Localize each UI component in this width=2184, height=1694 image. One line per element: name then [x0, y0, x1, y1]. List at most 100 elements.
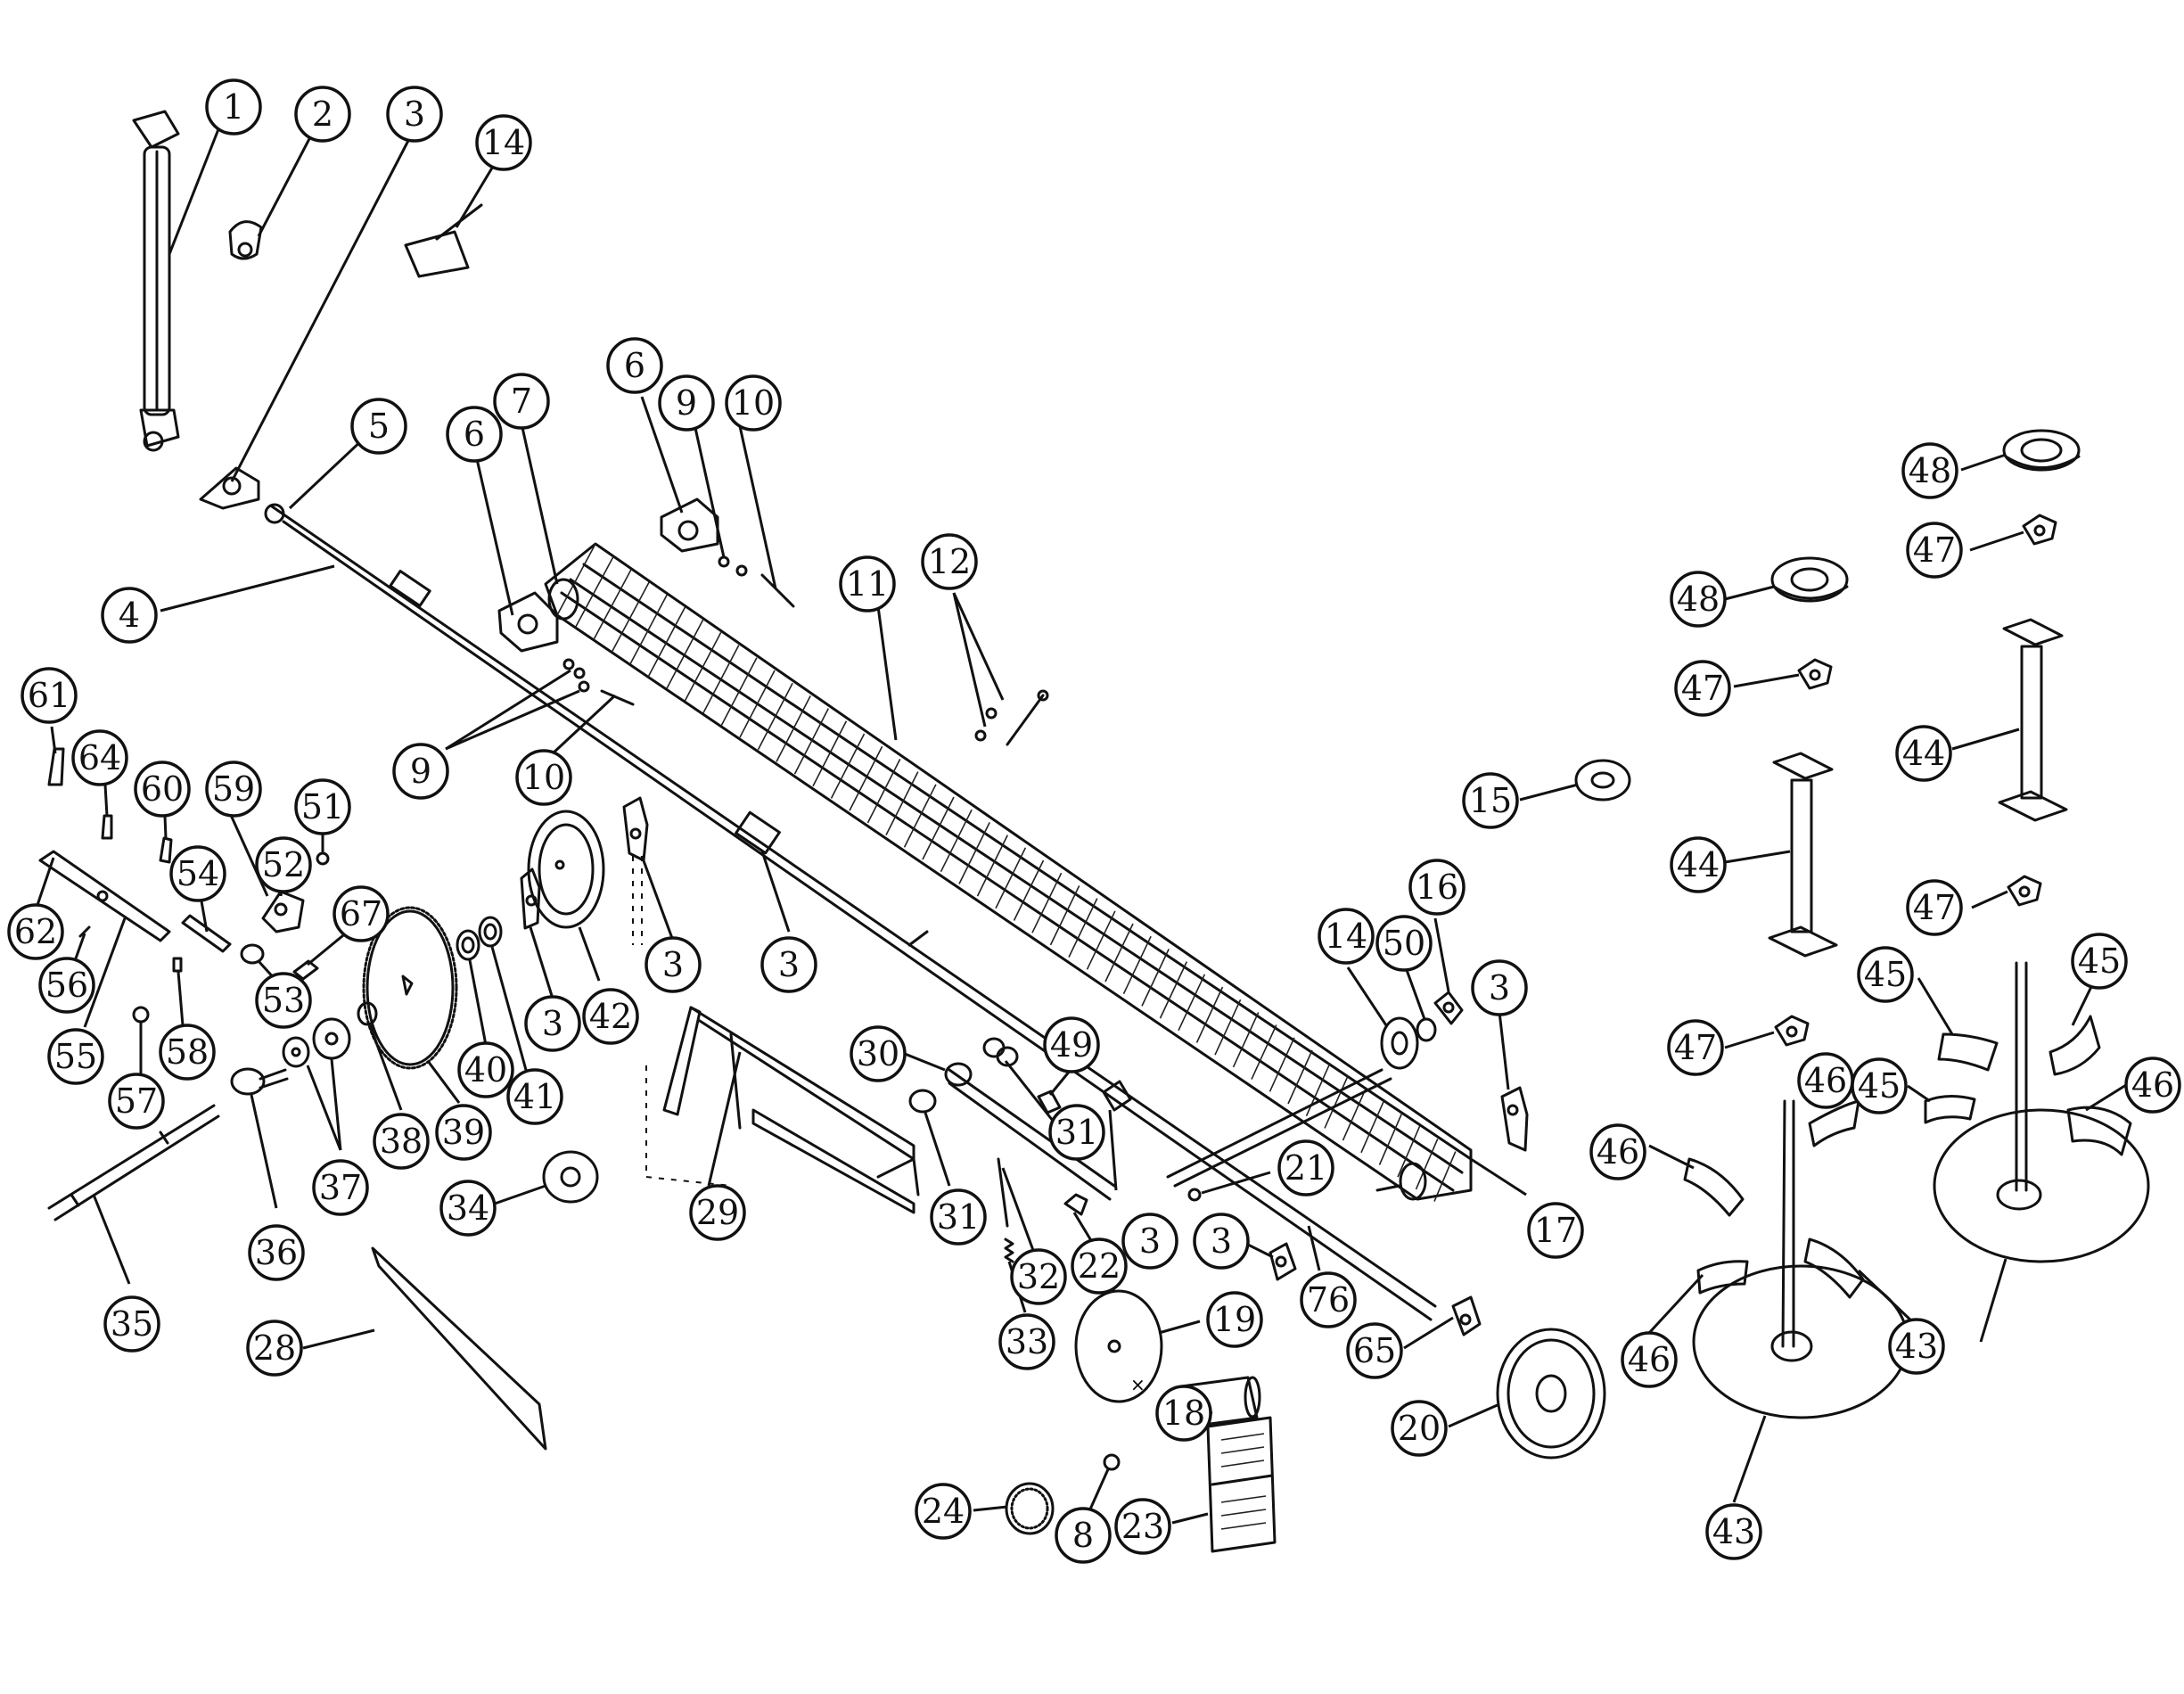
callout-21: 21 — [1277, 1139, 1334, 1196]
callout-number: 47 — [1674, 1028, 1717, 1067]
leader-21 — [1201, 1171, 1271, 1195]
callout-number: 46 — [1804, 1061, 1847, 1100]
leader-46-a — [1648, 1144, 1695, 1170]
callout-47: 47 — [1906, 879, 1963, 936]
callout-35: 35 — [103, 1295, 160, 1353]
callout-circle — [1155, 1385, 1212, 1442]
leader-65 — [1403, 1316, 1454, 1350]
conveyor-slat — [1342, 1088, 1367, 1141]
callout-circle — [435, 1104, 492, 1161]
callout-circle — [134, 761, 191, 818]
callout-number: 31 — [937, 1197, 980, 1237]
leader-17 — [1470, 1157, 1527, 1196]
callout-circle — [645, 936, 702, 993]
leader-20 — [1448, 1402, 1500, 1428]
callout-number: 14 — [1325, 917, 1367, 956]
callout-circle — [1318, 908, 1375, 965]
leader-36 — [250, 1094, 278, 1209]
part-45-shield-3 — [1924, 1095, 1976, 1124]
part-57-nut — [132, 1006, 150, 1024]
callout-53: 53 — [255, 972, 312, 1029]
leader-3-b1 — [1108, 1109, 1118, 1191]
callout-number: 37 — [319, 1168, 362, 1207]
conveyor-slat — [666, 619, 704, 689]
callout-number: 8 — [1072, 1516, 1094, 1555]
part-65-bracket — [1451, 1295, 1482, 1336]
part-35-shaft — [47, 1104, 220, 1221]
callout-circle — [1670, 836, 1727, 893]
leader-44-left — [1724, 850, 1791, 864]
leader-1 — [168, 128, 220, 255]
leader-11 — [876, 605, 898, 741]
part-40-gear — [456, 929, 480, 961]
part-52-bracket — [261, 890, 305, 933]
conveyor-slat — [1269, 1037, 1295, 1092]
callout-circle — [1906, 879, 1963, 936]
callout-number: 7 — [511, 382, 532, 421]
leader-67 — [307, 930, 349, 966]
callout-34: 34 — [439, 1180, 497, 1237]
callout-circle — [38, 957, 95, 1014]
callout-number: 43 — [1895, 1327, 1938, 1366]
callout-59: 59 — [205, 761, 262, 818]
leader-15 — [1519, 783, 1579, 802]
callout-number: 62 — [14, 912, 57, 951]
conveyor-slat — [1251, 1024, 1277, 1080]
part-46-shield-3 — [1696, 1260, 1749, 1295]
callout-number: 64 — [78, 738, 121, 777]
part-19-disc: × — [1074, 1289, 1163, 1403]
leader-30 — [904, 1052, 946, 1072]
conveyor-slat — [1086, 910, 1116, 970]
leader-45-a — [1917, 977, 1954, 1035]
callout-28: 28 — [246, 1320, 303, 1377]
conveyor-slat — [593, 569, 632, 640]
callout-number: 3 — [778, 945, 800, 984]
part-44-post-left — [1768, 752, 1838, 958]
callout-46: 46 — [1589, 1123, 1646, 1180]
part-46-shield-1 — [1683, 1157, 1745, 1217]
callout-67: 67 — [333, 885, 390, 942]
part-36-flange — [230, 1067, 289, 1096]
leader-9-mid — [445, 669, 571, 751]
conveyor-slat — [1141, 949, 1170, 1007]
callout-76: 76 — [1300, 1271, 1357, 1328]
leader-46-d — [1857, 1269, 1917, 1326]
callout-12: 12 — [921, 533, 978, 590]
callout-number: 57 — [115, 1081, 158, 1121]
callout-20: 20 — [1391, 1400, 1448, 1457]
conveyor-slat — [958, 822, 990, 884]
part-62-bar — [38, 850, 171, 942]
leader-12 — [952, 592, 987, 728]
part-11-conveyor-belt — [544, 542, 1473, 1202]
callout-circle — [1071, 1238, 1128, 1295]
leader-16 — [1433, 917, 1450, 992]
callout-circle — [159, 1024, 216, 1081]
part-43-disc-right — [1933, 961, 2150, 1263]
leader-31-low — [924, 1112, 951, 1187]
leader-48-top — [1960, 453, 2007, 472]
callout-number: 65 — [1353, 1331, 1396, 1370]
callout-40: 40 — [457, 1041, 514, 1098]
callout-circle — [1391, 1400, 1448, 1457]
callout-circle — [1121, 1213, 1178, 1270]
leader-31-top — [1004, 1060, 1058, 1126]
part-58-pin — [172, 957, 183, 973]
conveyor-slat — [866, 759, 901, 824]
callout-circle — [103, 1295, 160, 1353]
callout-18: 18 — [1155, 1385, 1212, 1442]
callout-3: 3 — [386, 86, 443, 143]
callout-61: 61 — [21, 667, 78, 724]
conveyor-slat — [1159, 961, 1188, 1019]
callout-37: 37 — [312, 1159, 369, 1216]
callout-circle — [1346, 1322, 1403, 1379]
callout-number: 11 — [846, 564, 889, 604]
conveyor-slat — [629, 594, 669, 665]
leader-48-mid — [1724, 585, 1775, 601]
callout-number: 45 — [1858, 1066, 1901, 1106]
part-47-hub-3 — [2007, 875, 2042, 907]
callout-number: 61 — [28, 676, 70, 715]
callout-circle — [255, 972, 312, 1029]
part-41-gear — [478, 916, 503, 948]
